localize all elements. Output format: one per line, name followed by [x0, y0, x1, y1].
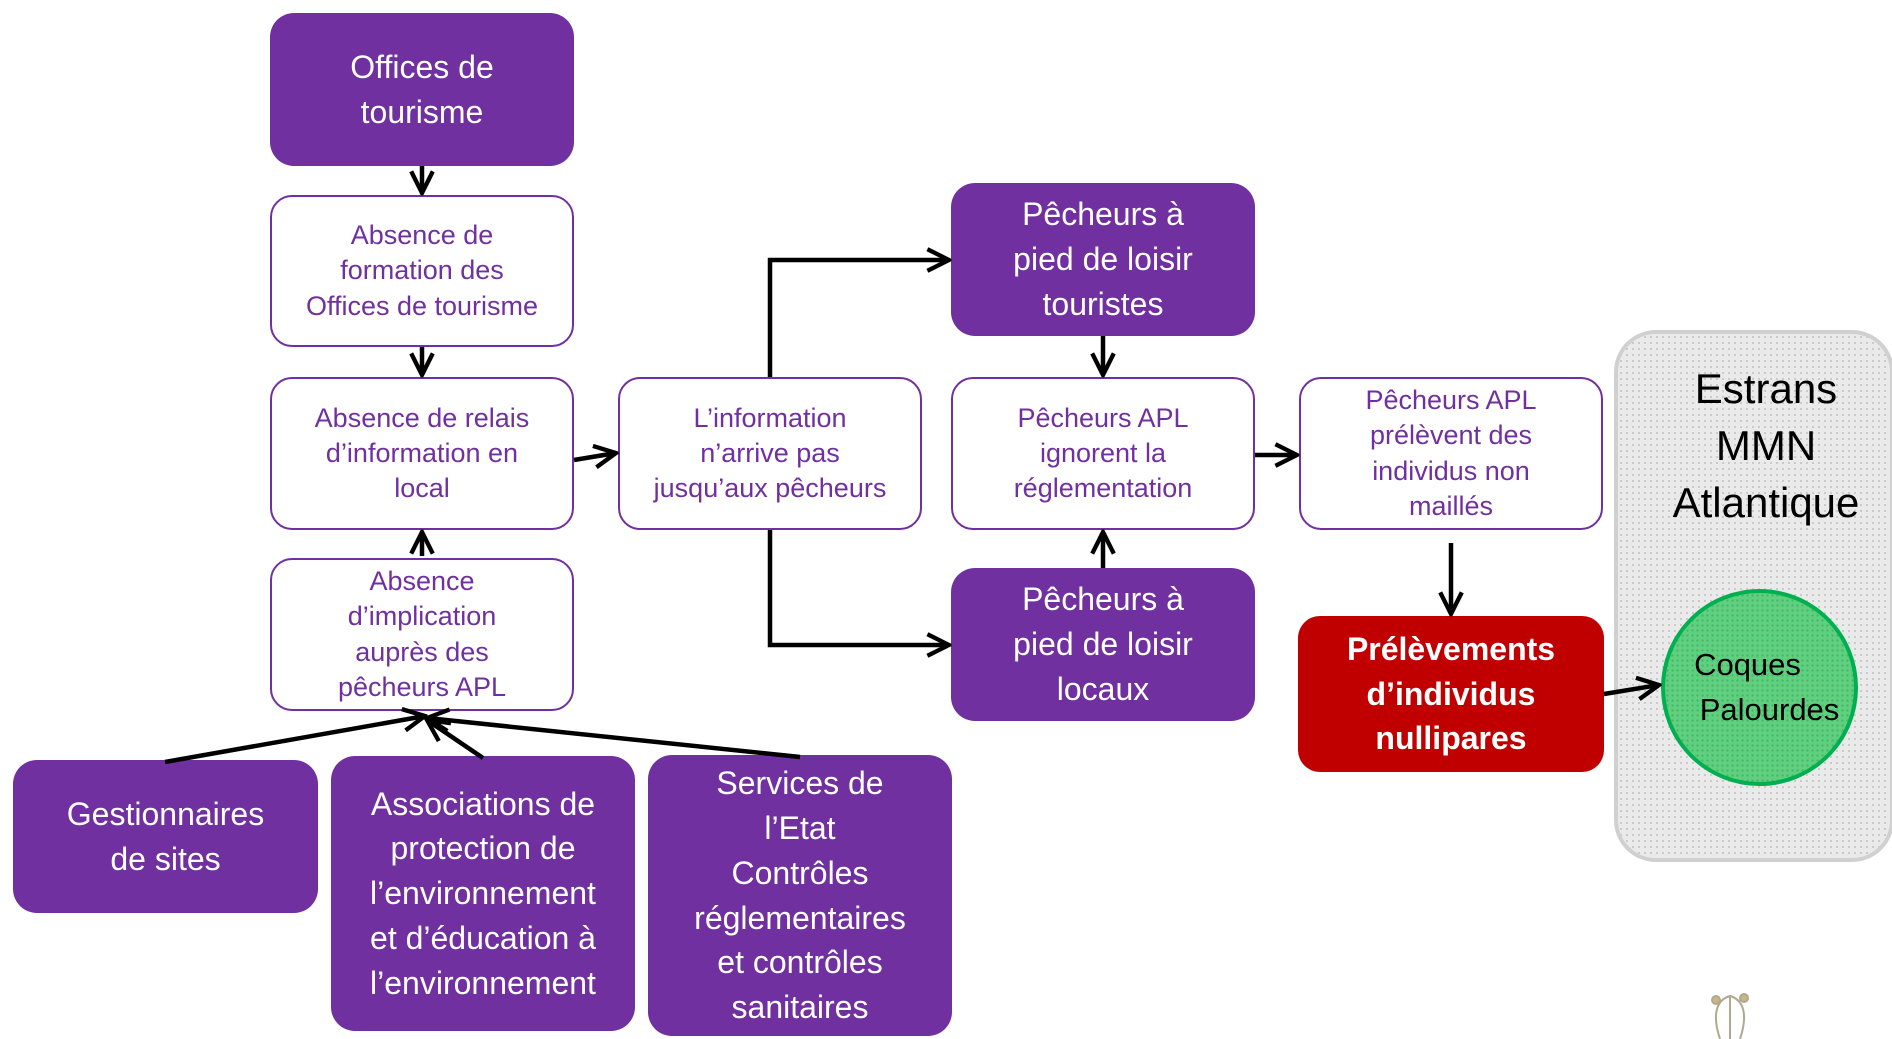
node-gestionnaires-de-sites: Gestionnaires de sites [13, 760, 318, 913]
arrow-information-to-touristes [767, 260, 949, 377]
species-coques: Coques [1694, 647, 1801, 683]
node-absence-relais: Absence de relais d’information en local [270, 377, 574, 530]
arrow-associations-to-implication [427, 720, 485, 760]
arrow-services-to-implication [427, 718, 801, 760]
species-palourdes: Palourdes [1699, 691, 1840, 727]
node-pecheurs-touristes: Pêcheurs à pied de loisir touristes [951, 183, 1255, 336]
node-pecheurs-prelevent: Pêcheurs APL prélèvent des individus non… [1299, 377, 1603, 530]
arrow-information-to-locaux [767, 530, 949, 645]
node-services-etat: Services de l’Etat Contrôles réglementai… [648, 755, 952, 1036]
node-pecheurs-ignorent: Pêcheurs APL ignorent la réglementation [951, 377, 1255, 530]
node-absence-implication: Absence d’implication auprès des pêcheur… [270, 558, 574, 711]
species-circle: Coques Palourdes [1661, 589, 1858, 786]
node-offices-de-tourisme: Offices de tourisme [270, 13, 574, 166]
node-pecheurs-locaux: Pêcheurs à pied de loisir locaux [951, 568, 1255, 721]
arrow-relais-to-information [573, 453, 616, 460]
estrans-label: Estrans MMN Atlantique [1672, 365, 1860, 527]
node-associations: Associations de protection de l’environn… [331, 756, 635, 1031]
node-information-n-arrive-pas: L’information n’arrive pas jusqu’aux pêc… [618, 377, 922, 530]
arrow-gestionnaires-to-implication [164, 716, 425, 765]
logo-fragment [1711, 993, 1749, 1039]
node-absence-formation: Absence de formation des Offices de tour… [270, 195, 574, 347]
node-prelevements-nullipares: Prélèvements d’individus nullipares [1298, 616, 1604, 772]
arrow-prelevements-to-species [1603, 685, 1659, 694]
